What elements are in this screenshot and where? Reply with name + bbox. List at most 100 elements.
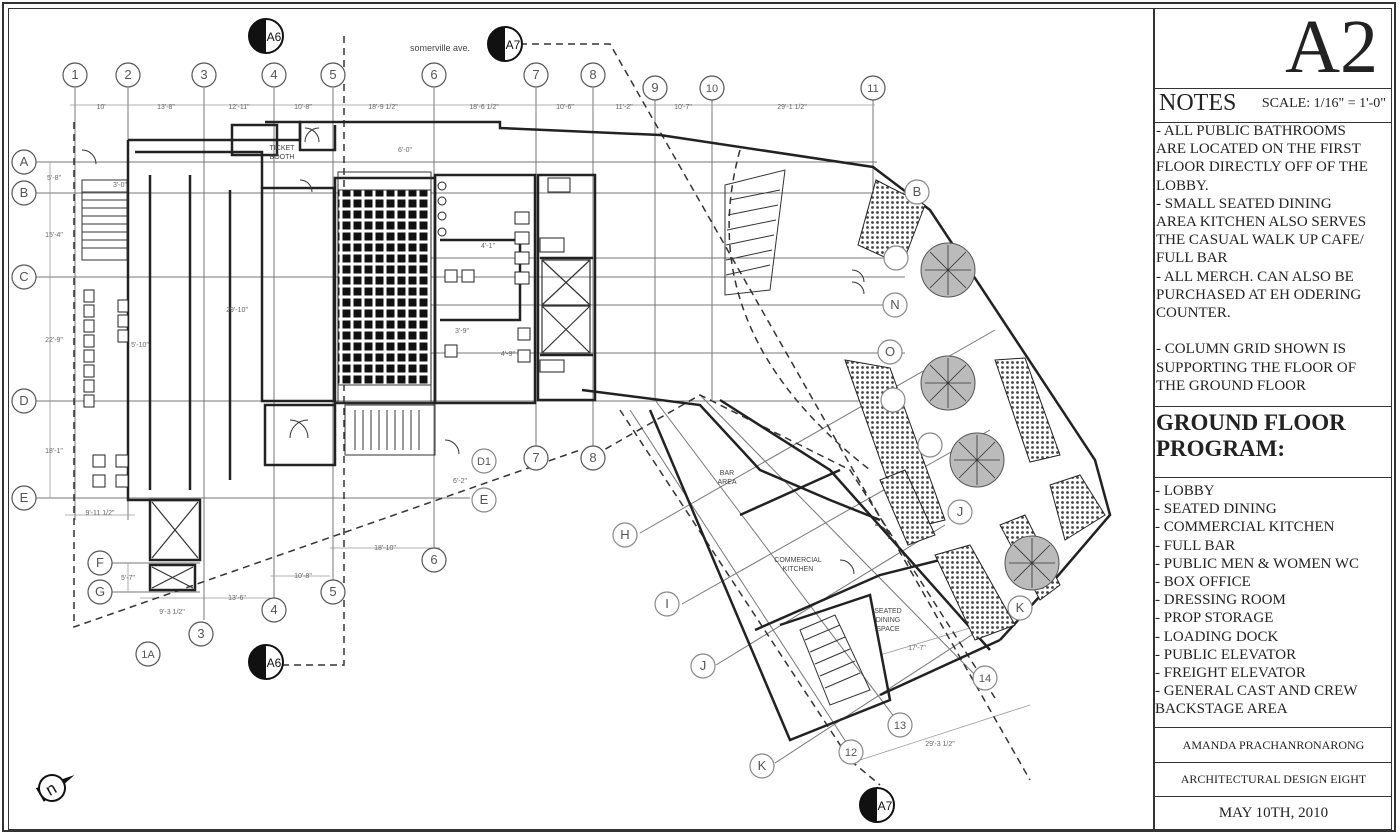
svg-text:3: 3 (197, 626, 204, 641)
grid-bubble: D (11, 388, 37, 414)
svg-text:F: F (96, 555, 104, 570)
grid-bubble: 5 (320, 62, 346, 88)
author-name: AMANDA PRACHANRONARONG (1155, 728, 1392, 763)
column-grid (36, 88, 1011, 764)
svg-text:8: 8 (589, 450, 596, 465)
program-item: - COMMERCIAL KITCHEN (1155, 519, 1335, 536)
dimension-label: 22'-9" (45, 337, 63, 344)
grid-bubble: C (11, 264, 37, 290)
program-item: - BOX OFFICE (1155, 574, 1251, 591)
svg-text:8: 8 (589, 67, 596, 82)
north-arrow-icon: n (35, 774, 75, 802)
grid-bubble: 10 (699, 75, 725, 101)
svg-text:C: C (19, 269, 28, 284)
svg-text:G: G (95, 584, 105, 599)
dimension-label: 29'-10" (226, 307, 248, 314)
tree-branches (925, 245, 1055, 588)
dimension-label: 9'-3 1/2" (159, 609, 185, 616)
dimension-label: 9'-11 1/2" (86, 510, 116, 517)
grid-bubble: K (1007, 595, 1033, 621)
svg-text:6: 6 (430, 552, 437, 567)
dimension-label: 18'-1" (45, 448, 63, 455)
svg-text:3: 3 (200, 67, 207, 82)
grid-bubble: I (654, 591, 680, 617)
dimension-label: 17'-7" (908, 645, 926, 652)
dimension-label: 10' (96, 104, 105, 111)
program-item: - DRESSING ROOM (1155, 592, 1286, 609)
grid-bubble: D1 (471, 448, 497, 474)
svg-text:J: J (957, 504, 964, 519)
svg-text:H: H (620, 527, 629, 542)
dimension-label: 13'-6" (228, 595, 246, 602)
svg-text:4: 4 (270, 602, 277, 617)
sheet-number: A2 (1285, 5, 1378, 89)
note-line: THE GROUND FLOOR (1156, 377, 1306, 394)
note-line: THE CASUAL WALK UP CAFE/ (1156, 232, 1364, 249)
grid-bubble: E (11, 485, 37, 511)
sheet-number-box: A2 (1155, 5, 1392, 89)
dimension-label: 13'-8" (157, 104, 175, 111)
dimension-label: 4'-1" (481, 243, 495, 250)
note-line: - ALL PUBLIC BATHROOMS (1156, 123, 1346, 139)
dimension-label: 3'-0" (113, 182, 127, 189)
program-heading-line: GROUND FLOOR (1156, 410, 1346, 435)
dimension-label: 18'-10" (374, 545, 396, 552)
grid-bubble: 7 (523, 62, 549, 88)
grid-bubble: B (11, 180, 37, 206)
notes-list: - ALL PUBLIC BATHROOMS ARE LOCATED ON THE… (1155, 122, 1392, 407)
svg-text:O: O (885, 344, 895, 359)
program-item: - LOADING DOCK (1155, 628, 1279, 645)
section-marker: A6 (248, 18, 284, 54)
grid-bubble: 3 (188, 621, 214, 647)
grid-bubble (883, 245, 909, 271)
dimension-label: 5'-8" (47, 175, 61, 182)
note-line: FLOOR DIRECTLY OFF OF THE (1156, 159, 1368, 176)
notes-header: NOTES SCALE: 1/16" = 1'-0" (1155, 88, 1392, 123)
dimension-lines (49, 104, 1031, 761)
svg-text:K: K (758, 758, 767, 773)
note-line (1155, 322, 1392, 340)
grid-bubble (880, 387, 906, 413)
svg-text:7: 7 (532, 450, 539, 465)
sheet-date: MAY 10TH, 2010 (1218, 805, 1329, 821)
stairs (81, 169, 871, 706)
svg-text:E: E (480, 492, 489, 507)
program-heading-line: PROGRAM: (1156, 436, 1286, 461)
dimension-label: 18'-9 1/2" (368, 104, 398, 111)
dimension-label: 29'-3 1/2" (925, 741, 955, 748)
grid-bubble: K (749, 753, 775, 779)
svg-text:9: 9 (651, 80, 658, 95)
grid-bubble: 11 (860, 75, 886, 101)
note-line: ARE LOCATED ON THE FIRST (1156, 141, 1361, 158)
grid-bubble: H (612, 522, 638, 548)
grid-bubble: 8 (580, 62, 606, 88)
section-marker: A7 (487, 26, 523, 62)
stage-edge (337, 171, 432, 191)
svg-text:A6: A6 (267, 30, 282, 44)
program-item: - PUBLIC MEN & WOMEN WC (1155, 555, 1360, 572)
course-name: ARCHITECTURAL DESIGN EIGHT (1155, 762, 1392, 797)
dimension-label: 18'-6 1/2" (469, 104, 499, 111)
grid-bubble: 12 (838, 739, 864, 765)
dimension-labels: 10'13'-8"12'-11"10'-8"18'-9 1/2"18'-6 1/… (45, 104, 955, 748)
dimension-label: 10'-7" (674, 104, 692, 111)
grid-bubble: O (877, 339, 903, 365)
program-item: - PROP STORAGE (1155, 610, 1274, 627)
svg-text:N: N (890, 297, 899, 312)
program-item: - FULL BAR (1155, 537, 1236, 554)
program-item: - GENERAL CAST AND CREW (1155, 683, 1358, 700)
svg-text:K: K (1016, 600, 1025, 615)
note-line: FULL BAR (1156, 250, 1228, 267)
svg-text:B: B (20, 185, 29, 200)
svg-text:12: 12 (845, 747, 857, 759)
note-line: SUPPORTING THE FLOOR OF (1156, 359, 1357, 376)
svg-text:4: 4 (270, 67, 277, 82)
elevators (151, 259, 591, 589)
svg-text:10: 10 (706, 83, 718, 95)
grid-bubble: 1 (62, 62, 88, 88)
grid-bubble (917, 432, 943, 458)
grid-bubble: 14 (972, 665, 998, 691)
